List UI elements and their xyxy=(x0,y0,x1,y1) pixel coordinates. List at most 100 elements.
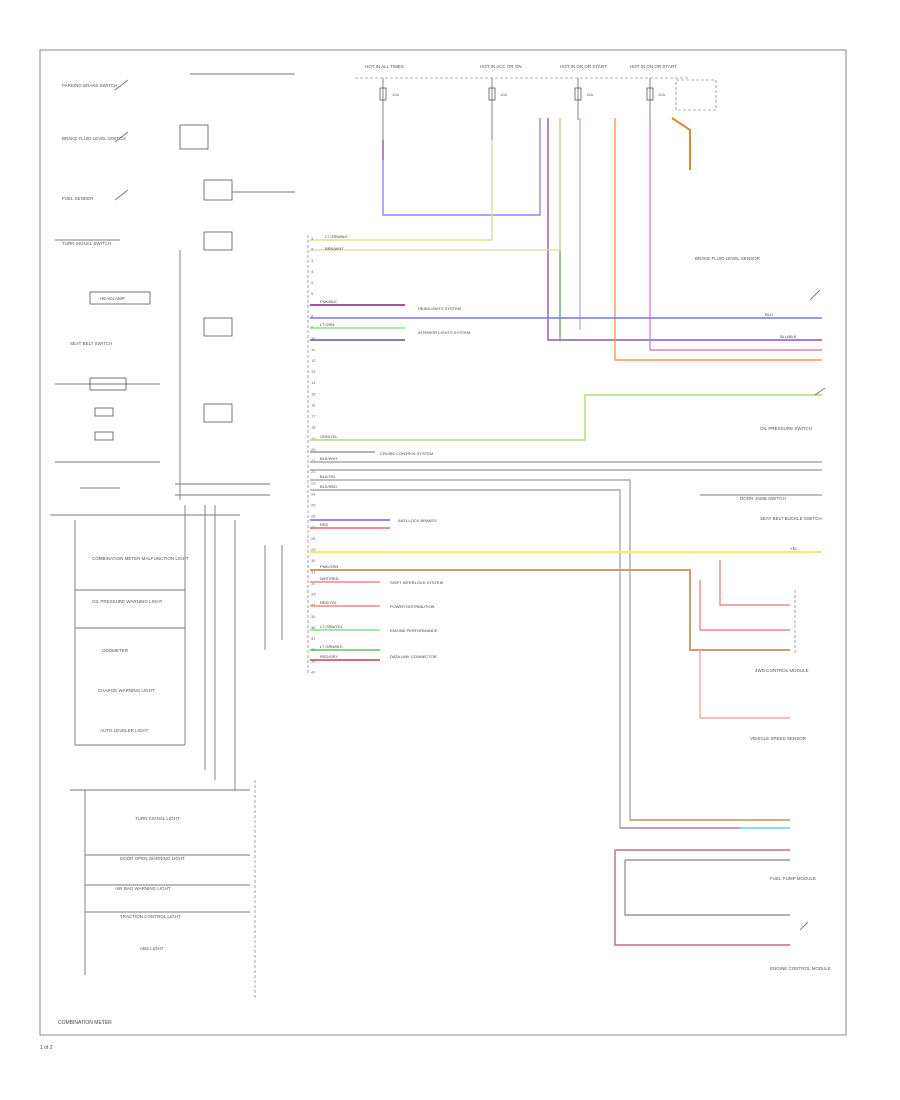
diagram-frame xyxy=(39,49,847,1036)
connector-pin: 25 xyxy=(311,503,316,508)
connector-pin: 32 xyxy=(311,580,316,585)
svg-text:PNK/GRN: PNK/GRN xyxy=(320,564,338,569)
connector-pin: 40 xyxy=(311,670,316,675)
connector-pin: 10 xyxy=(311,336,316,341)
fuse-wires xyxy=(310,117,822,361)
svg-text:BLK/WHT: BLK/WHT xyxy=(320,456,338,461)
svg-text:LT GRN: LT GRN xyxy=(320,322,334,327)
connector-pin: 23 xyxy=(311,480,316,485)
connector-pin: 19 xyxy=(311,436,316,441)
connector-pin: 34 xyxy=(311,603,316,608)
connector-pin: 4 xyxy=(311,269,314,274)
svg-text:15A: 15A xyxy=(586,92,593,97)
svg-text:WHT/RED: WHT/RED xyxy=(320,576,339,581)
svg-text:PARKING BRAKE SWITCH: PARKING BRAKE SWITCH xyxy=(62,83,117,88)
fuse-4: HOT IN ON OR START 10A xyxy=(630,64,677,120)
svg-text:DOOR OPEN WARNING LIGHT: DOOR OPEN WARNING LIGHT xyxy=(120,856,185,861)
connector-pin: 9 xyxy=(311,325,314,330)
connector-pin: 31 xyxy=(311,569,316,574)
svg-text:BRAKE FLUID LEVEL SENSOR: BRAKE FLUID LEVEL SENSOR xyxy=(695,256,761,261)
connector-pin: 24 xyxy=(311,491,316,496)
svg-text:TURN SIGNAL LIGHT: TURN SIGNAL LIGHT xyxy=(135,816,180,821)
fuse-3: HOT IN ON OR START 15A xyxy=(560,64,607,120)
connector-pin: 39 xyxy=(311,658,316,663)
svg-text:HOT IN ACC OR ON: HOT IN ACC OR ON xyxy=(480,64,522,69)
svg-text:HEADLIGHTS SYSTEM: HEADLIGHTS SYSTEM xyxy=(418,306,461,311)
center-connector: 1234567891011121314151617181920212223242… xyxy=(307,235,316,675)
svg-text:ENGINE PERFORMANCE: ENGINE PERFORMANCE xyxy=(390,628,438,633)
svg-text:SEAT BELT SWITCH: SEAT BELT SWITCH xyxy=(70,341,112,346)
fuse-block: HOT IN ALL TIMES 10A HOT IN ACC OR ON 10… xyxy=(355,64,717,140)
svg-text:RED/GRY: RED/GRY xyxy=(320,654,338,659)
svg-text:DOOR JAMB SWITCH: DOOR JAMB SWITCH xyxy=(740,496,786,501)
connector-pin: 26 xyxy=(311,514,316,519)
svg-text:TURN SIGNAL SWITCH: TURN SIGNAL SWITCH xyxy=(62,241,111,246)
connector-pin: 3 xyxy=(311,258,314,263)
connector-pin: 20 xyxy=(311,447,316,452)
footer-label: COMBINATION METER xyxy=(58,1020,112,1026)
svg-text:TRACTION CONTROL LIGHT: TRACTION CONTROL LIGHT xyxy=(120,914,181,919)
svg-text:BLU/BLK: BLU/BLK xyxy=(780,334,797,339)
right-components: BRAKE FLUID LEVEL SENSOR OIL PRESSURE SW… xyxy=(695,256,831,971)
connector-pin: 13 xyxy=(311,369,316,374)
svg-text:COMBINATION METER MALFUNCTION: COMBINATION METER MALFUNCTION LIGHT xyxy=(92,556,189,561)
connector-pin: 16 xyxy=(311,402,316,407)
svg-text:BLK/RED: BLK/RED xyxy=(320,484,337,489)
svg-text:ENGINE CONTROL MODULE: ENGINE CONTROL MODULE xyxy=(770,966,831,971)
connector-pin: 30 xyxy=(311,558,316,563)
svg-text:HOT IN ON OR START: HOT IN ON OR START xyxy=(630,64,677,69)
svg-text:RED/YEL: RED/YEL xyxy=(320,600,338,605)
svg-text:LT GRN/YEL: LT GRN/YEL xyxy=(320,624,344,629)
svg-text:ABS LIGHT: ABS LIGHT xyxy=(140,946,164,951)
svg-text:FUEL PUMP MODULE: FUEL PUMP MODULE xyxy=(770,876,816,881)
svg-text:ODOMETER: ODOMETER xyxy=(102,648,129,653)
vertical-connectors xyxy=(264,545,283,650)
svg-text:LT GRN/BLK: LT GRN/BLK xyxy=(320,644,343,649)
connector-pin: 5 xyxy=(311,280,314,285)
svg-text:ANTI-LOCK BRAKES: ANTI-LOCK BRAKES xyxy=(398,518,437,523)
left-components: PARKING BRAKE SWITCH BRAKE FLUID LEVEL S… xyxy=(55,73,295,500)
svg-text:AIR BAG WARNING LIGHT: AIR BAG WARNING LIGHT xyxy=(115,886,171,891)
warning-blocks: COMBINATION METER MALFUNCTION LIGHT OIL … xyxy=(50,505,240,790)
fuse-1: HOT IN ALL TIMES 10A xyxy=(365,64,404,140)
connector-pin: 28 xyxy=(311,536,316,541)
svg-text:CRUISE CONTROL SYSTEM: CRUISE CONTROL SYSTEM xyxy=(380,451,433,456)
svg-text:BLU: BLU xyxy=(765,312,773,317)
svg-text:LT GRN/BLK: LT GRN/BLK xyxy=(325,234,348,239)
connector-pin: 14 xyxy=(311,380,316,385)
system-refs: HEADLIGHTS SYSTEM INTERIOR LIGHTS SYSTEM… xyxy=(380,306,470,659)
svg-text:FUEL SENDER: FUEL SENDER xyxy=(62,196,94,201)
connector-pin: 17 xyxy=(311,414,316,419)
svg-text:10A: 10A xyxy=(500,92,507,97)
connector-pin: 33 xyxy=(311,592,316,597)
connector-pin: 29 xyxy=(311,547,316,552)
connector-pin: 36 xyxy=(311,625,316,630)
svg-text:OIL PRESSURE WARNING LIGHT: OIL PRESSURE WARNING LIGHT xyxy=(92,599,163,604)
svg-text:YEL: YEL xyxy=(790,546,798,551)
svg-text:RED: RED xyxy=(320,522,329,527)
connector-pin: 35 xyxy=(311,614,316,619)
wire-labels: LT GRN/BLK BRN/WHT PNK/BLK BLU LT GRN BL… xyxy=(320,234,798,659)
indicator-blocks: TURN SIGNAL LIGHT DOOR OPEN WARNING LIGH… xyxy=(70,780,256,1000)
svg-text:10A: 10A xyxy=(658,92,665,97)
svg-text:HEADLAMP: HEADLAMP xyxy=(100,296,125,301)
svg-text:10A: 10A xyxy=(392,92,399,97)
svg-text:BLK/YEL: BLK/YEL xyxy=(320,474,337,479)
connector-pin: 37 xyxy=(311,636,316,641)
fuse-2: HOT IN ACC OR ON 10A xyxy=(480,64,522,140)
svg-text:BRN/WHT: BRN/WHT xyxy=(325,246,344,251)
connector-pin: 21 xyxy=(311,458,316,463)
svg-text:AUTO LEVELER LIGHT: AUTO LEVELER LIGHT xyxy=(100,728,149,733)
connector-pin: 18 xyxy=(311,425,316,430)
svg-text:VEHICLE SPEED SENSOR: VEHICLE SPEED SENSOR xyxy=(750,736,807,741)
svg-text:GRN/YEL: GRN/YEL xyxy=(320,434,338,439)
connector-pin: 1 xyxy=(311,236,314,241)
harness-wires xyxy=(310,304,822,946)
svg-text:SEAT BELT BUCKLE SWITCH: SEAT BELT BUCKLE SWITCH xyxy=(760,516,822,521)
connector-pin: 6 xyxy=(311,291,314,296)
connector-pin: 15 xyxy=(311,391,316,396)
connector-pin: 8 xyxy=(311,313,314,318)
connector-pin: 2 xyxy=(311,247,314,252)
svg-text:SHIFT INTERLOCK SYSTEM: SHIFT INTERLOCK SYSTEM xyxy=(390,580,443,585)
